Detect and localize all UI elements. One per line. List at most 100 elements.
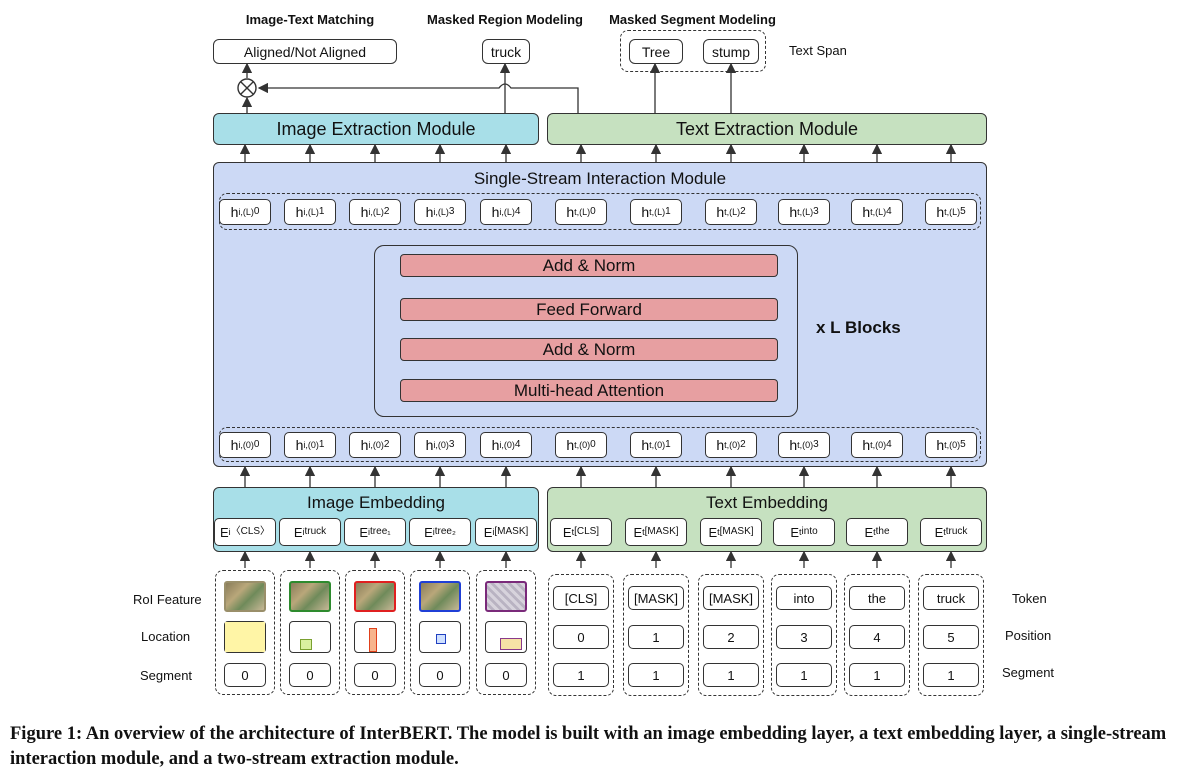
token-box: [CLS] [553, 586, 609, 610]
text-extraction-module: Text Extraction Module [547, 113, 987, 145]
segment-box: 0 [485, 663, 527, 687]
image-embedding-base: E [219, 524, 229, 540]
image-embedding-title: Image Embedding [307, 493, 445, 512]
x-l-blocks-label: x L Blocks [816, 318, 901, 337]
text-input-column [698, 574, 764, 696]
location-box [289, 621, 331, 653]
location-shape [436, 634, 446, 644]
hidden-in-image-base: h [360, 437, 369, 453]
truck-output: truck [482, 39, 530, 64]
position-box: 2 [703, 625, 759, 649]
location-shape [500, 638, 522, 650]
hidden-out-image-base: h [360, 204, 369, 220]
text-embedding-title: Text Embedding [706, 493, 828, 512]
token-label: Token [1012, 591, 1047, 606]
text-input-column [918, 574, 984, 696]
image-embedding-base: E [424, 524, 433, 540]
roi-thumbnail [224, 581, 266, 612]
position-box: 1 [628, 625, 684, 649]
segment-label-right: Segment [1002, 665, 1055, 680]
hidden-out-text-base: h [789, 204, 798, 220]
text-embedding-base: E [633, 524, 643, 540]
hidden-in-image-base: h [230, 437, 239, 453]
text-segment-box: 1 [703, 663, 759, 687]
text-input-column [548, 574, 614, 696]
image-embedding-base: E [483, 524, 493, 540]
segment-box: 0 [354, 663, 396, 687]
text-segment-box: 1 [553, 663, 609, 687]
text-embedding-base: E [562, 524, 572, 540]
image-input-column [345, 570, 405, 695]
text-embedding-base: E [864, 524, 874, 540]
text-embedding-base: E [934, 524, 944, 540]
hidden-in-image-base: h [425, 437, 434, 453]
location-shape [225, 622, 265, 652]
figure-caption: Figure 1: An overview of the architectur… [10, 724, 1167, 769]
hidden-out-text-base: h [716, 204, 725, 220]
roi-thumbnail [354, 581, 396, 612]
location-box [419, 621, 461, 653]
text-span-label: Text Span [789, 43, 847, 58]
hidden-out-image-base: h [295, 204, 304, 220]
image-embedding-base: E [293, 524, 303, 540]
text-segment-box: 1 [628, 663, 684, 687]
hidden-in-text-base: h [862, 437, 871, 453]
position-box: 5 [923, 625, 979, 649]
roi-thumbnail [485, 581, 527, 612]
roi-thumbnail [289, 581, 331, 612]
text-embedding-module: Text Embedding [547, 487, 987, 552]
hidden-in-text-base: h [566, 437, 575, 453]
text-segment-box: 1 [776, 663, 832, 687]
location-shape [300, 639, 312, 650]
position-label: Position [1005, 628, 1052, 643]
roi-thumbnail [419, 581, 461, 612]
msm-header: Masked Segment Modeling [609, 12, 776, 27]
hidden-out-image-base: h [230, 204, 239, 220]
hidden-out-image-base: h [491, 204, 500, 220]
hidden-in-text-base: h [641, 437, 650, 453]
location-box [354, 621, 396, 653]
xor-icon [237, 78, 257, 98]
image-extraction-module: Image Extraction Module [213, 113, 539, 145]
hidden-in-text-base: h [789, 437, 798, 453]
hidden-out-text-base: h [566, 204, 575, 220]
transformer-block [374, 245, 798, 417]
token-box: [MASK] [703, 586, 759, 610]
segment-box: 0 [419, 663, 461, 687]
location-box [485, 621, 527, 653]
hidden-in-image-base: h [295, 437, 304, 453]
text-embedding-base: E [708, 524, 718, 540]
segment-label-left: Segment [140, 668, 193, 683]
text-input-column [623, 574, 689, 696]
position-box: 0 [553, 625, 609, 649]
itm-header: Image-Text Matching [245, 12, 375, 27]
location-box [224, 621, 266, 653]
segment-box: 0 [289, 663, 331, 687]
text-input-column [844, 574, 910, 696]
